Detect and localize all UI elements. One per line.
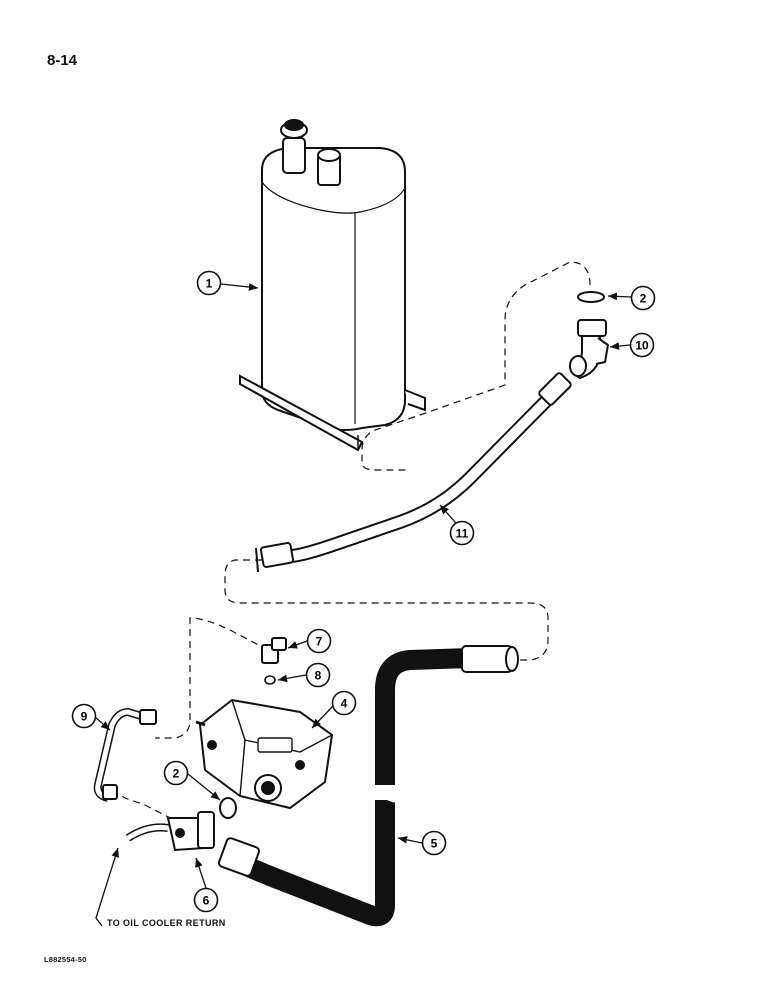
callout-5: 5 [421,830,447,856]
svg-text:2: 2 [640,292,647,306]
callout-11: 11 [449,520,475,546]
svg-text:9: 9 [81,710,88,724]
callout-leaders [94,283,632,927]
callout-9: 9 [71,703,97,729]
svg-text:5: 5 [431,837,438,851]
callout-2-top: 2 [630,285,656,311]
steel-tube [255,372,572,573]
svg-text:2: 2 [173,767,180,781]
svg-text:8: 8 [315,669,322,683]
callout-2-pump: 2 [163,760,189,786]
svg-text:4: 4 [341,697,348,711]
svg-text:6: 6 [203,894,210,908]
figure-code: L882554-50 [44,955,87,964]
callout-7: 7 [306,628,332,654]
elbow-fitting-small [261,637,287,664]
hydraulic-tank [239,119,426,452]
oring-small [264,675,276,685]
callout-4: 4 [331,690,357,716]
page-number: 8-14 [47,52,78,69]
oring-top [577,291,605,303]
svg-text:7: 7 [316,635,323,649]
callout-1: 1 [196,270,222,296]
callout-10: 10 [629,332,655,358]
svg-text:10: 10 [635,339,649,353]
elbow-fitting-top [569,319,610,380]
oil-cooler-return-note: TO OIL COOLER RETURN [107,918,226,928]
oring-pump [219,797,237,819]
pump-line [93,707,157,802]
hydraulic-pump [195,698,334,810]
elbow-fitting-bottom [125,811,215,852]
callout-8: 8 [305,662,331,688]
svg-text:11: 11 [456,527,469,541]
callout-6: 6 [193,887,219,913]
hydraulic-hose [218,645,519,927]
svg-text:1: 1 [206,277,213,291]
routing-dashed-lines [111,261,591,823]
